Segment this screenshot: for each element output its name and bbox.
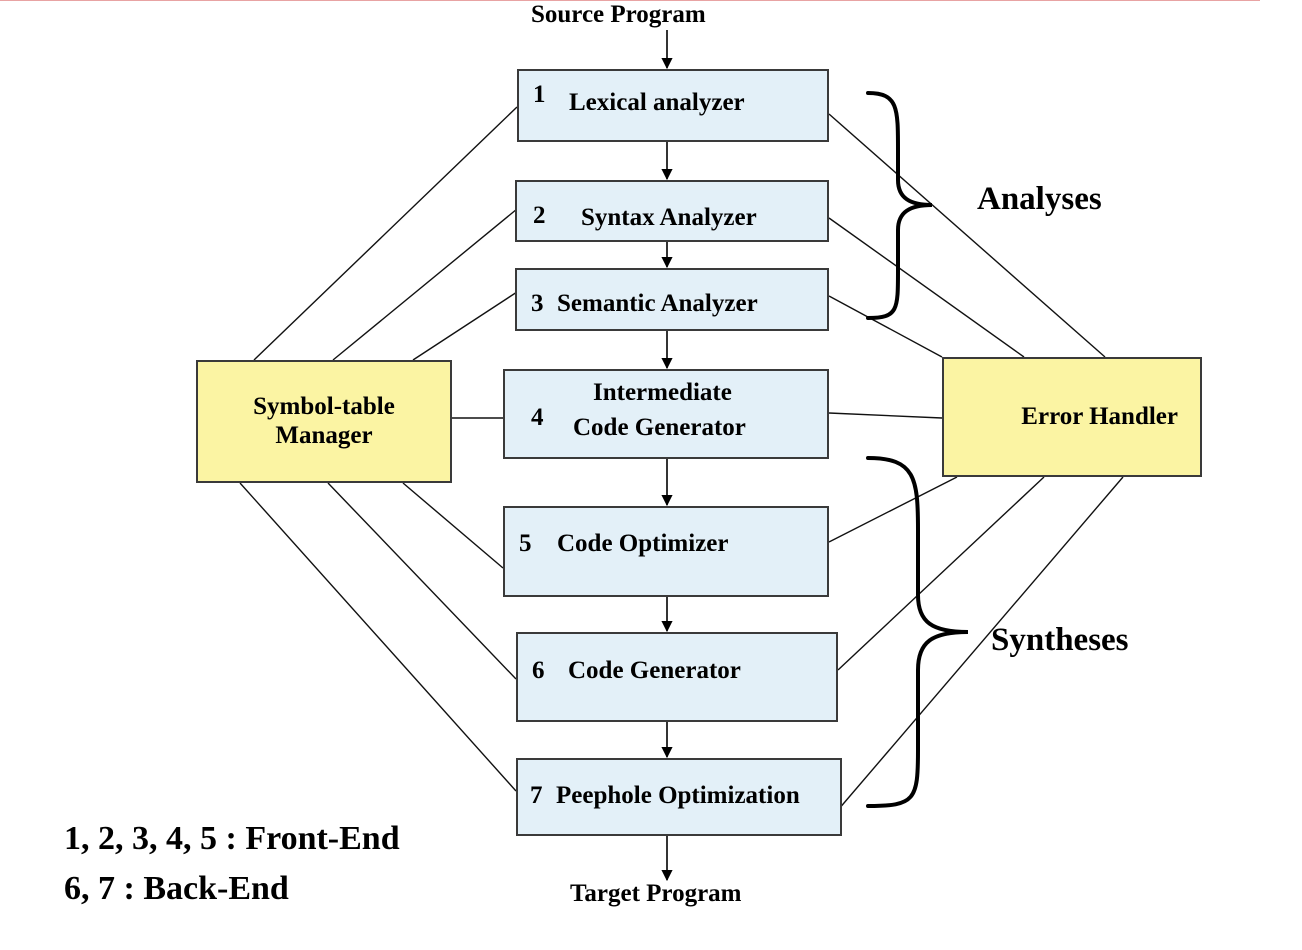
legend-back-end: 6, 7 : Back-End <box>64 870 289 907</box>
symbol-table-line2: Manager <box>275 421 373 449</box>
phase-number: 4 <box>531 404 544 431</box>
phase-number: 3 <box>531 290 544 317</box>
phase-number: 5 <box>519 530 532 557</box>
phase-label: Peephole Optimization <box>556 782 800 809</box>
analyses-brace <box>866 91 933 320</box>
phase-label-line2: Code Generator <box>573 414 746 441</box>
analyses-label: Analyses <box>977 181 1102 217</box>
phase-semantic-analyzer: 3 Semantic Analyzer <box>515 268 829 331</box>
phase-peephole-optimization: 7 Peephole Optimization <box>516 758 842 836</box>
phase-code-generator: 6 Code Generator <box>516 632 838 722</box>
phase-number: 7 <box>530 782 543 809</box>
legend-front-end: 1, 2, 3, 4, 5 : Front-End <box>64 820 400 857</box>
error-handler-label: Error Handler <box>1021 402 1178 430</box>
top-divider <box>0 0 1260 1</box>
phase-label: Semantic Analyzer <box>557 290 758 317</box>
phase-lexical-analyzer: 1 Lexical analyzer <box>517 69 829 142</box>
phase-label: Code Optimizer <box>557 530 729 557</box>
symbol-table-line1: Symbol-table <box>253 392 395 420</box>
phase-label-line1: Intermediate <box>593 379 732 406</box>
symbol-table-manager: Symbol-table Manager <box>196 360 452 483</box>
phase-intermediate-code-generator: 4 Intermediate Code Generator <box>503 369 829 459</box>
phase-syntax-analyzer: 2 Syntax Analyzer <box>515 180 829 242</box>
syntheses-label: Syntheses <box>991 622 1129 658</box>
phase-number: 2 <box>533 202 546 229</box>
phase-number: 1 <box>533 81 546 108</box>
phase-number: 6 <box>532 657 545 684</box>
source-program-label: Source Program <box>531 1 706 28</box>
error-handler-links <box>828 113 1124 811</box>
phase-label: Lexical analyzer <box>569 89 745 116</box>
phase-label: Code Generator <box>568 657 741 684</box>
braces <box>866 91 969 808</box>
error-handler: Error Handler <box>942 357 1202 477</box>
symbol-table-links <box>239 106 518 792</box>
phase-code-optimizer: 5 Code Optimizer <box>503 506 829 597</box>
syntheses-brace <box>866 456 969 808</box>
target-program-label: Target Program <box>570 880 742 907</box>
phase-label: Syntax Analyzer <box>581 204 757 231</box>
